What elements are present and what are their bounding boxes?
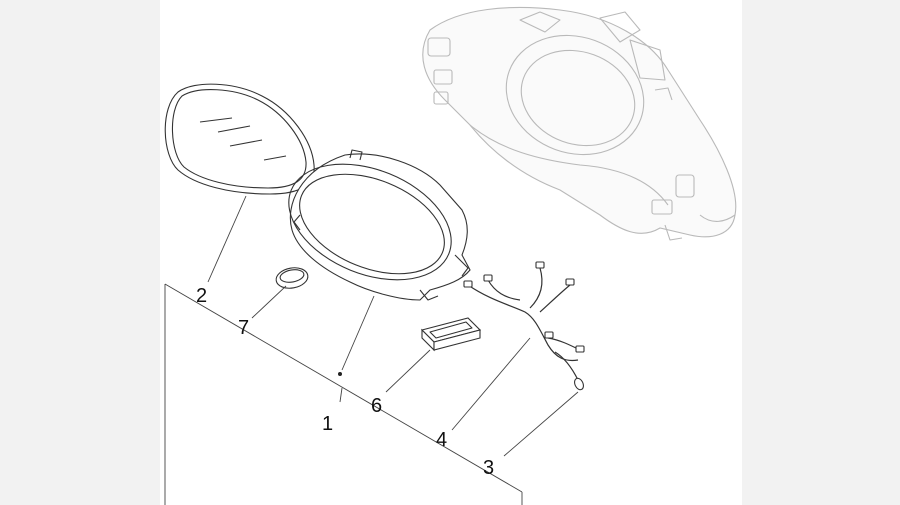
callout-7: 7 <box>238 317 249 339</box>
leader-6 <box>385 349 431 393</box>
instrument-glass-part <box>164 83 315 195</box>
callout-6: 6 <box>371 395 382 417</box>
callout-4: 4 <box>436 429 447 451</box>
seal-part <box>275 267 309 289</box>
handlebar-cover-part <box>422 6 737 241</box>
leader-4 <box>451 337 531 431</box>
wiring-harness-part <box>463 261 585 381</box>
leader-1 <box>341 295 375 371</box>
callout-1: 1 <box>322 413 333 435</box>
callout-3: 3 <box>483 457 494 479</box>
bulb-part <box>574 377 584 391</box>
assembly-bracket <box>164 283 523 505</box>
leader-2 <box>207 195 247 283</box>
instrument-panel-part <box>288 149 471 301</box>
right-margin <box>742 0 900 505</box>
callout-2: 2 <box>196 285 207 307</box>
left-margin <box>0 0 160 505</box>
leader-7 <box>251 285 287 319</box>
leader-3 <box>503 391 579 457</box>
assembly-dot <box>338 372 342 376</box>
leader-lines <box>207 195 579 457</box>
bulb-holder-part <box>420 317 482 352</box>
callout-labels: 2 7 1 6 4 3 <box>196 285 494 479</box>
